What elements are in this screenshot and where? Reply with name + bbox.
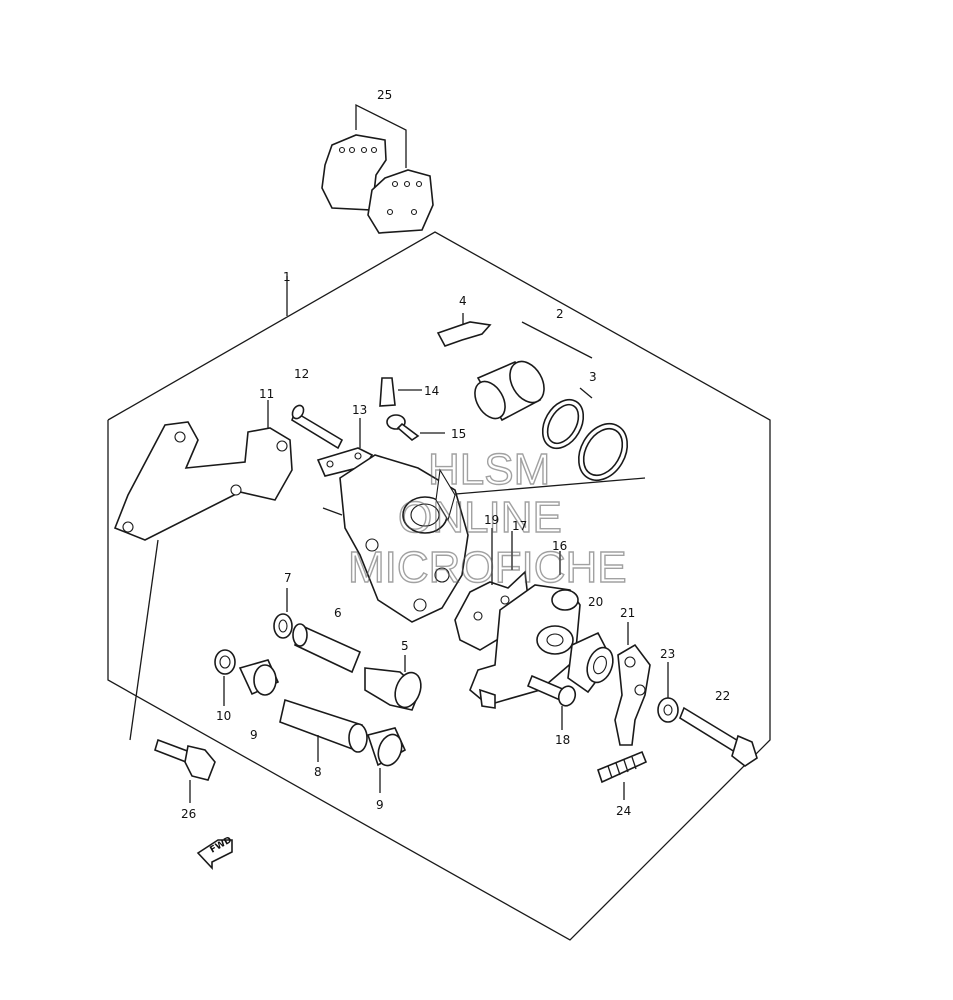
bleeder-cap[interactable] bbox=[386, 414, 445, 442]
callout-18: 18 bbox=[555, 733, 570, 747]
watermark-line-3: MICROFICHE bbox=[348, 543, 627, 592]
callout-26: 26 bbox=[181, 807, 196, 821]
callout-5: 5 bbox=[401, 639, 409, 653]
callout-9-upper: 9 bbox=[250, 728, 258, 742]
pin-boot-upper[interactable] bbox=[273, 588, 293, 639]
callout-2: 2 bbox=[556, 307, 564, 321]
callout-13: 13 bbox=[352, 403, 367, 417]
pad-spring[interactable] bbox=[436, 313, 492, 347]
callout-20: 20 bbox=[588, 595, 603, 609]
callout-8: 8 bbox=[314, 765, 322, 779]
forward-direction-marker: FWD bbox=[196, 835, 234, 871]
callout-15: 15 bbox=[451, 427, 466, 441]
lever-return-spring[interactable] bbox=[597, 750, 648, 800]
callout-14: 14 bbox=[424, 384, 439, 398]
parking-piston[interactable] bbox=[567, 631, 617, 694]
callout-16: 16 bbox=[552, 539, 567, 553]
callout-1: 1 bbox=[283, 270, 291, 284]
callout-22: 22 bbox=[715, 689, 730, 703]
callout-23: 23 bbox=[660, 647, 675, 661]
bleeder-valve[interactable] bbox=[379, 377, 422, 407]
brake-pad-set[interactable] bbox=[321, 103, 434, 234]
piston-and-seals[interactable] bbox=[419, 321, 646, 498]
slide-pin-upper[interactable] bbox=[292, 623, 362, 674]
callout-10: 10 bbox=[216, 709, 231, 723]
watermark-line-1: HLSM bbox=[428, 445, 550, 494]
assembly-outline bbox=[107, 231, 771, 941]
caliper-body[interactable] bbox=[322, 454, 469, 623]
callout-7: 7 bbox=[284, 571, 292, 585]
cover-gasket[interactable] bbox=[454, 528, 529, 651]
pin-washer[interactable] bbox=[214, 649, 236, 706]
callout-6: 6 bbox=[334, 606, 342, 620]
callout-25: 25 bbox=[377, 88, 392, 102]
pin-boot-lower-5[interactable] bbox=[364, 655, 425, 711]
parking-brake-lever[interactable] bbox=[614, 622, 651, 746]
watermark-line-2: ONLINE bbox=[398, 493, 562, 542]
pin-bushing-lower[interactable] bbox=[366, 727, 407, 793]
callout-3: 3 bbox=[589, 370, 597, 384]
bracket-bolt[interactable] bbox=[290, 403, 344, 450]
callout-11: 11 bbox=[259, 387, 274, 401]
callout-19: 19 bbox=[484, 513, 499, 527]
adjusting-bolt[interactable] bbox=[679, 706, 758, 767]
parking-brake-cover[interactable] bbox=[469, 531, 581, 709]
callout-labels: 1 2 3 4 5 6 7 8 9 9 10 11 12 13 14 15 16… bbox=[181, 88, 730, 821]
callout-12: 12 bbox=[294, 367, 309, 381]
retaining-clip[interactable] bbox=[316, 418, 374, 477]
mounting-bolt[interactable] bbox=[129, 539, 216, 803]
cover-bolt[interactable] bbox=[526, 674, 578, 730]
callout-4: 4 bbox=[459, 294, 467, 308]
pin-bushing-upper[interactable] bbox=[238, 659, 280, 696]
watermark: HLSM ONLINE MICROFICHE bbox=[347, 444, 627, 592]
callout-17: 17 bbox=[512, 519, 527, 533]
caliper-bracket[interactable] bbox=[113, 400, 293, 541]
callout-9-lower: 9 bbox=[376, 798, 384, 812]
callout-24: 24 bbox=[616, 804, 631, 818]
slide-pin-lower[interactable] bbox=[279, 698, 368, 762]
callout-21: 21 bbox=[620, 606, 635, 620]
lever-washer[interactable] bbox=[657, 662, 679, 723]
